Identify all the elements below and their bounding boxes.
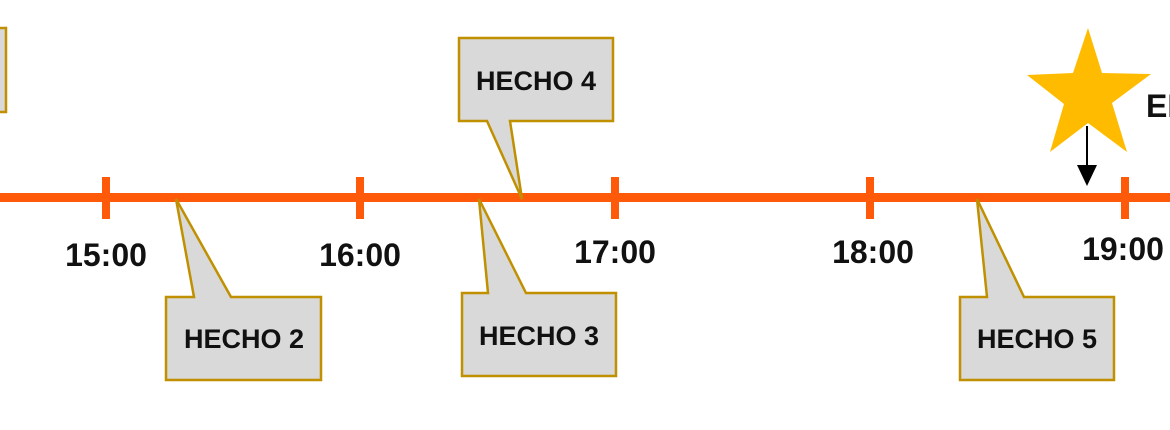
callout-label-hecho-4: HECHO 4 [476, 66, 596, 96]
event-label: EI [1146, 88, 1170, 124]
tick-mark [102, 177, 110, 219]
tick-mark [611, 177, 619, 219]
callout-hecho-3 [460, 198, 618, 378]
callout-hecho-2 [164, 198, 323, 382]
event-arrow-head-icon [1077, 165, 1097, 186]
timeline-line [0, 193, 1170, 202]
callout-label-hecho-3: HECHO 3 [479, 321, 599, 351]
tick-mark [866, 177, 874, 219]
callout-partial-left [0, 26, 8, 114]
callout-label-hecho-2: HECHO 2 [184, 324, 304, 354]
star-icon [1027, 28, 1151, 152]
callout-hecho-5 [958, 198, 1116, 382]
tick-mark [356, 177, 364, 219]
tick-mark [1121, 177, 1129, 219]
callout-hecho-4 [457, 36, 615, 200]
callout-label-hecho-5: HECHO 5 [977, 324, 1097, 354]
tick-label: 17:00 [574, 234, 656, 270]
tick-label: 18:00 [832, 234, 914, 270]
tick-label: 16:00 [319, 237, 401, 273]
tick-label: 19:00 [1082, 231, 1164, 267]
tick-label: 15:00 [65, 237, 147, 273]
